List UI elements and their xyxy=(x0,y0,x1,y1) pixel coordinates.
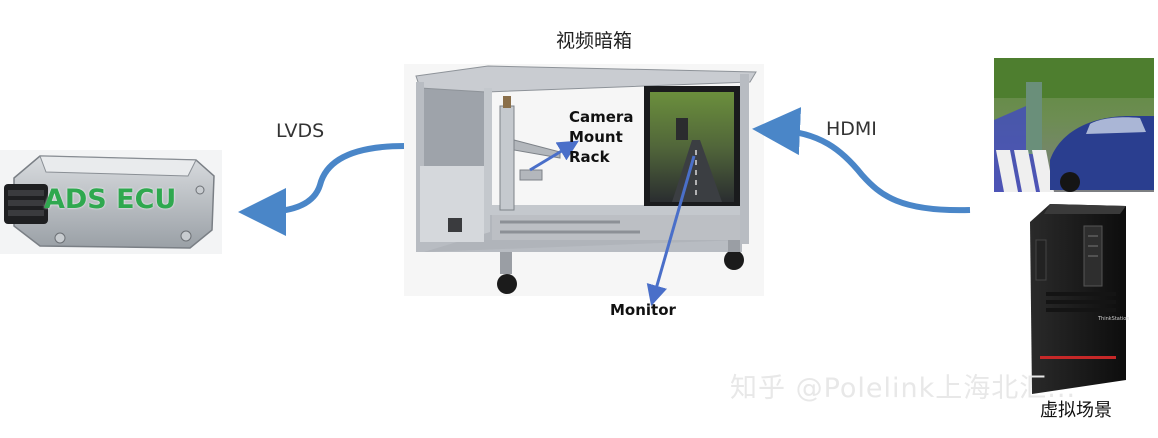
workstation-pc: ThinkStation xyxy=(1030,204,1129,394)
lvds-label: LVDS xyxy=(276,120,325,142)
monitor-pointer-arrow xyxy=(646,155,696,307)
virtual-scene-image xyxy=(994,58,1154,192)
pc-brand-text: ThinkStation xyxy=(1097,316,1129,322)
lvds-arrow xyxy=(238,143,406,236)
hdmi-arrow xyxy=(752,107,971,214)
camera-mount-rack-label: Camera Mount Rack xyxy=(569,108,634,166)
diagram-title: 视频暗箱 xyxy=(556,30,633,52)
camera-pointer-arrow xyxy=(529,140,580,172)
monitor-label: Monitor xyxy=(610,301,676,319)
ecu-device xyxy=(0,150,222,254)
virtual-scene-label: 虚拟场景 xyxy=(1040,400,1112,421)
video-dark-box xyxy=(404,64,764,296)
ecu-label: ADS ECU xyxy=(44,184,177,215)
hdmi-label: HDMI xyxy=(826,118,877,140)
watermark: 知乎 @Polelink上海北汇... xyxy=(730,373,1077,404)
